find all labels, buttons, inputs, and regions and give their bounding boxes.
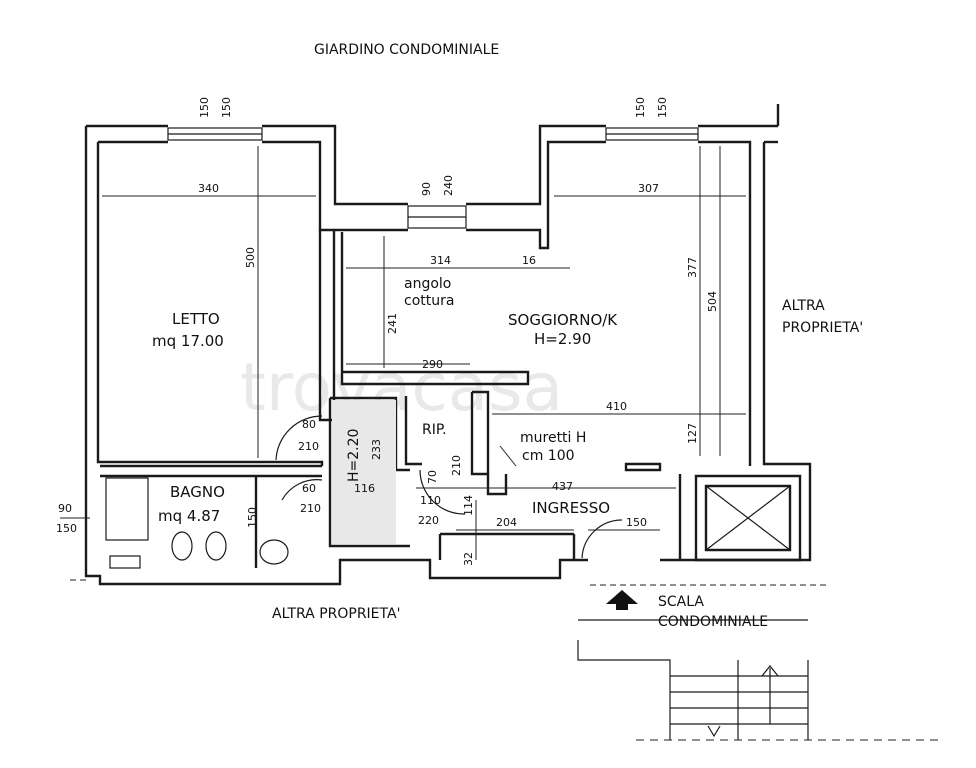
dim-204: 204 — [496, 516, 517, 529]
dim-210b: 210 — [300, 502, 321, 515]
room-bagno: BAGNO — [170, 483, 225, 501]
dim-110: 110 — [420, 494, 441, 507]
entrance-arrow-icon — [606, 590, 638, 610]
dim-210a: 210 — [298, 440, 319, 453]
bath-fixtures — [105, 477, 289, 569]
height-corridor: H=2.20 — [346, 429, 362, 482]
corridor-hatch — [332, 400, 396, 544]
label-right-2: PROPRIETA' — [782, 320, 863, 336]
dim-240: 240 — [442, 175, 455, 196]
dashed-edges — [70, 579, 830, 586]
height-soggiorno: H=2.90 — [534, 330, 591, 348]
dim-w1b: 150 — [220, 97, 233, 118]
label-muretti: muretti H — [520, 430, 586, 446]
dim-307: 307 — [638, 182, 659, 195]
area-bagno: mq 4.87 — [158, 507, 220, 525]
dim-241: 241 — [386, 313, 399, 334]
dim-80: 80 — [302, 418, 316, 431]
dim-150-door: 150 — [626, 516, 647, 529]
dim-410: 410 — [606, 400, 627, 413]
dim-70: 70 — [426, 470, 439, 484]
room-ingresso: INGRESSO — [532, 499, 610, 517]
dim-127: 127 — [686, 423, 699, 444]
dim-16: 16 — [522, 254, 536, 267]
dim-314: 314 — [430, 254, 451, 267]
label-cottura: cottura — [404, 293, 454, 309]
dim-290: 290 — [422, 358, 443, 371]
area-letto: mq 17.00 — [152, 332, 224, 350]
dim-210c: 210 — [450, 455, 463, 476]
dimension-numbers: 150 150 150 150 340 500 90 240 307 377 5… — [56, 97, 719, 566]
label-top: GIARDINO CONDOMINIALE — [314, 42, 499, 58]
dim-114: 114 — [462, 495, 475, 516]
room-rip: RIP. — [422, 422, 447, 438]
dimension-lines — [60, 146, 746, 560]
room-soggiorno: SOGGIORNO/K — [508, 311, 618, 329]
label-bottom: ALTRA PROPRIETA' — [272, 606, 400, 622]
dim-90-window: 90 — [58, 502, 72, 515]
dim-377: 377 — [686, 257, 699, 278]
door-swings — [275, 415, 623, 559]
dim-150-window: 150 — [56, 522, 77, 535]
dim-504: 504 — [706, 291, 719, 312]
dim-w1a: 150 — [198, 97, 211, 118]
dim-90: 90 — [420, 182, 433, 196]
label-stair-2: CONDOMINIALE — [658, 614, 768, 630]
dim-150-bath: 150 — [246, 507, 259, 528]
label-muretti-cm: cm 100 — [522, 448, 575, 464]
dim-220: 220 — [418, 514, 439, 527]
dim-233: 233 — [370, 439, 383, 460]
room-letto: LETTO — [172, 310, 220, 328]
label-stair-1: SCALA — [658, 594, 704, 610]
dim-340: 340 — [198, 182, 219, 195]
dim-116: 116 — [354, 482, 375, 495]
stairs — [577, 619, 940, 741]
inner-walls — [100, 230, 802, 568]
watermark: trovacasa — [240, 349, 563, 426]
dim-w2b: 150 — [656, 97, 669, 118]
dim-32: 32 — [462, 552, 475, 566]
dim-437: 437 — [552, 480, 573, 493]
label-angolo: angolo — [404, 276, 451, 292]
top-windows — [167, 127, 699, 229]
label-right-1: ALTRA — [782, 298, 825, 314]
dim-500: 500 — [244, 247, 257, 268]
dim-60: 60 — [302, 482, 316, 495]
dim-w2a: 150 — [634, 97, 647, 118]
